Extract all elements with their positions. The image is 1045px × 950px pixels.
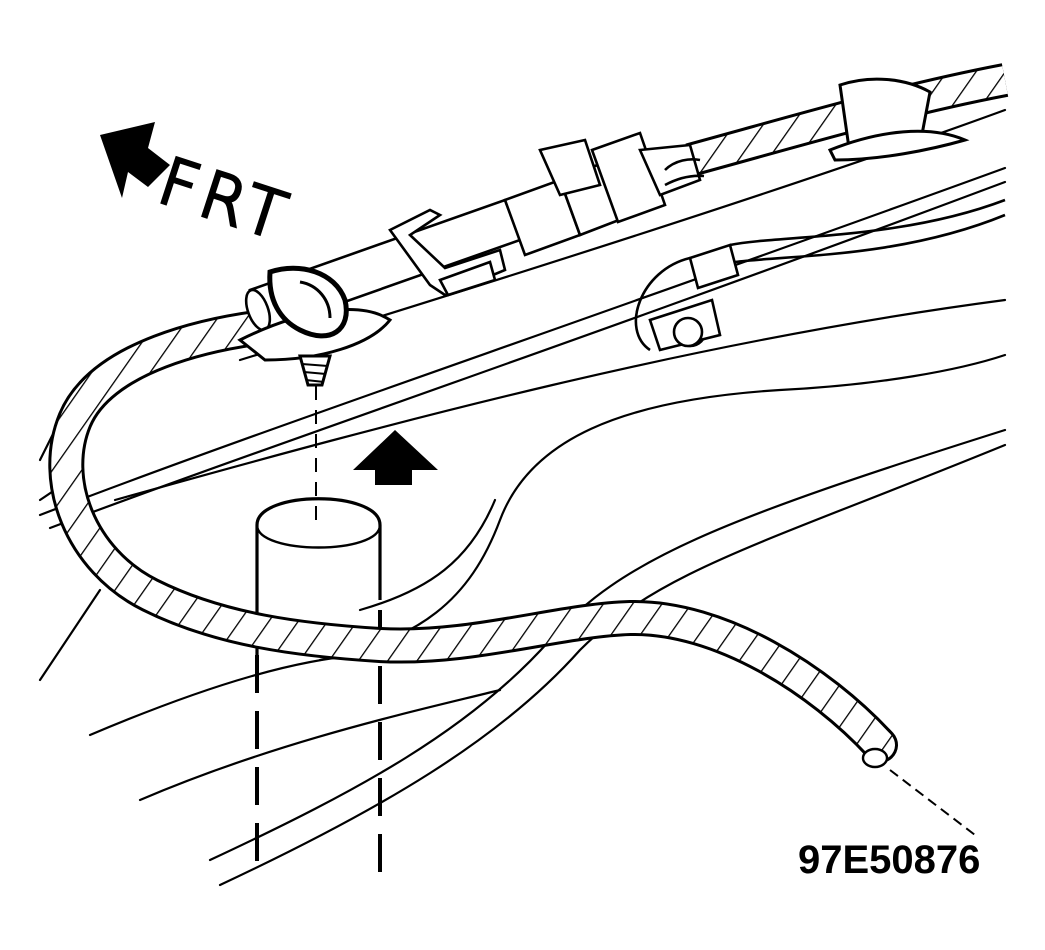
forward-direction-indicator: FRT: [100, 122, 302, 258]
harness-bracket: [827, 77, 970, 162]
vent-tube: [634, 198, 1006, 352]
direction-label: FRT: [150, 145, 300, 257]
figure-id: 97E50876: [798, 838, 980, 882]
harness-clip: [237, 265, 393, 387]
electrical-connector: [388, 131, 705, 297]
install-direction-arrow-icon: [353, 430, 438, 485]
forward-arrow-icon: [100, 122, 170, 198]
mounting-stud: [255, 385, 382, 875]
